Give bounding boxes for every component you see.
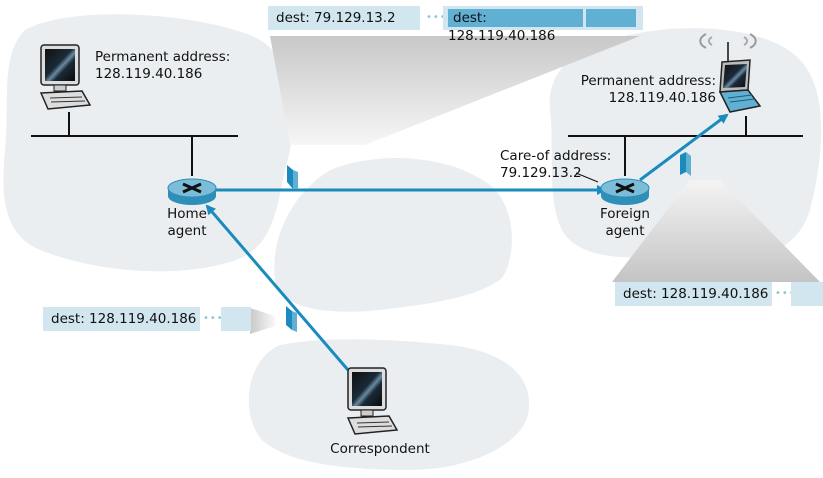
packet-glyph-correspondent xyxy=(286,306,297,332)
original-packet-funnel xyxy=(250,308,275,334)
outer-dest-text: dest: 79.129.13.2 xyxy=(276,10,396,26)
foreign-agent-label: Foreign agent xyxy=(580,206,670,240)
ellipsis-dots: ••• xyxy=(203,313,224,324)
encapsulated-packet: dest: 79.129.13.2 ••• dest: 128.119.40.1… xyxy=(268,6,643,44)
decapsulation-funnel xyxy=(612,180,820,282)
foreign-agent-label-line1: Foreign xyxy=(600,206,650,222)
home-agent-router-icon xyxy=(167,178,217,205)
original-dest-text: dest: 128.119.40.186 xyxy=(51,311,197,327)
ellipsis-dots: ••• xyxy=(775,288,796,299)
correspondent-computer-icon xyxy=(346,367,399,435)
home-agent-label-line2: agent xyxy=(167,223,207,239)
encapsulation-funnel xyxy=(270,36,640,145)
delivered-packet: dest: 128.119.40.186 ••• xyxy=(615,282,823,306)
delivered-dest-text: dest: 128.119.40.186 xyxy=(623,286,769,302)
careof-pointer xyxy=(575,172,599,183)
home-host-address-label: Permanent address: 128.119.40.186 xyxy=(95,49,230,83)
careof-address-label: Care-of address: 79.129.13.2 xyxy=(500,148,611,182)
inner-payload xyxy=(586,9,636,27)
foreign-agent-router-icon xyxy=(600,178,650,205)
home-host-label-title: Permanent address: xyxy=(95,49,231,65)
original-header: dest: 128.119.40.186 xyxy=(43,307,200,331)
wireless-signal-icon xyxy=(699,33,757,49)
home-agent-label: Home agent xyxy=(160,206,214,240)
delivered-header: dest: 128.119.40.186 xyxy=(615,282,772,306)
correspondent-label: Correspondent xyxy=(330,441,430,457)
inner-header: dest: 128.119.40.186 xyxy=(448,9,583,44)
packet-glyph-foreign xyxy=(680,152,691,176)
foreign-agent-label-line2: agent xyxy=(605,223,645,239)
careof-label-title: Care-of address: xyxy=(500,148,612,164)
packet-glyph-tunnel xyxy=(287,165,298,189)
careof-label-ip: 79.129.13.2 xyxy=(500,165,582,181)
foreign-host-label-title: Permanent address: xyxy=(580,73,716,89)
correspondent-cloud xyxy=(248,339,530,470)
outer-header: dest: 79.129.13.2 xyxy=(268,6,420,30)
delivered-payload xyxy=(791,282,823,306)
foreign-host-label-ip: 128.119.40.186 xyxy=(608,90,716,106)
foreign-to-mobile-link xyxy=(639,113,729,182)
internet-cloud xyxy=(274,158,512,312)
ellipsis-dots: ••• xyxy=(426,12,447,23)
mobile-laptop-icon xyxy=(699,33,762,113)
original-payload xyxy=(221,307,251,331)
foreign-host-address-label: Permanent address: 128.119.40.186 xyxy=(570,73,716,107)
home-desktop-computer-icon xyxy=(39,44,92,110)
original-packet: dest: 128.119.40.186 ••• xyxy=(43,307,251,331)
home-host-label-ip: 128.119.40.186 xyxy=(95,66,203,82)
correspondent-to-home-link xyxy=(205,204,350,371)
inner-dest-text: dest: 128.119.40.186 xyxy=(448,10,556,44)
home-agent-label-line1: Home xyxy=(167,206,207,222)
